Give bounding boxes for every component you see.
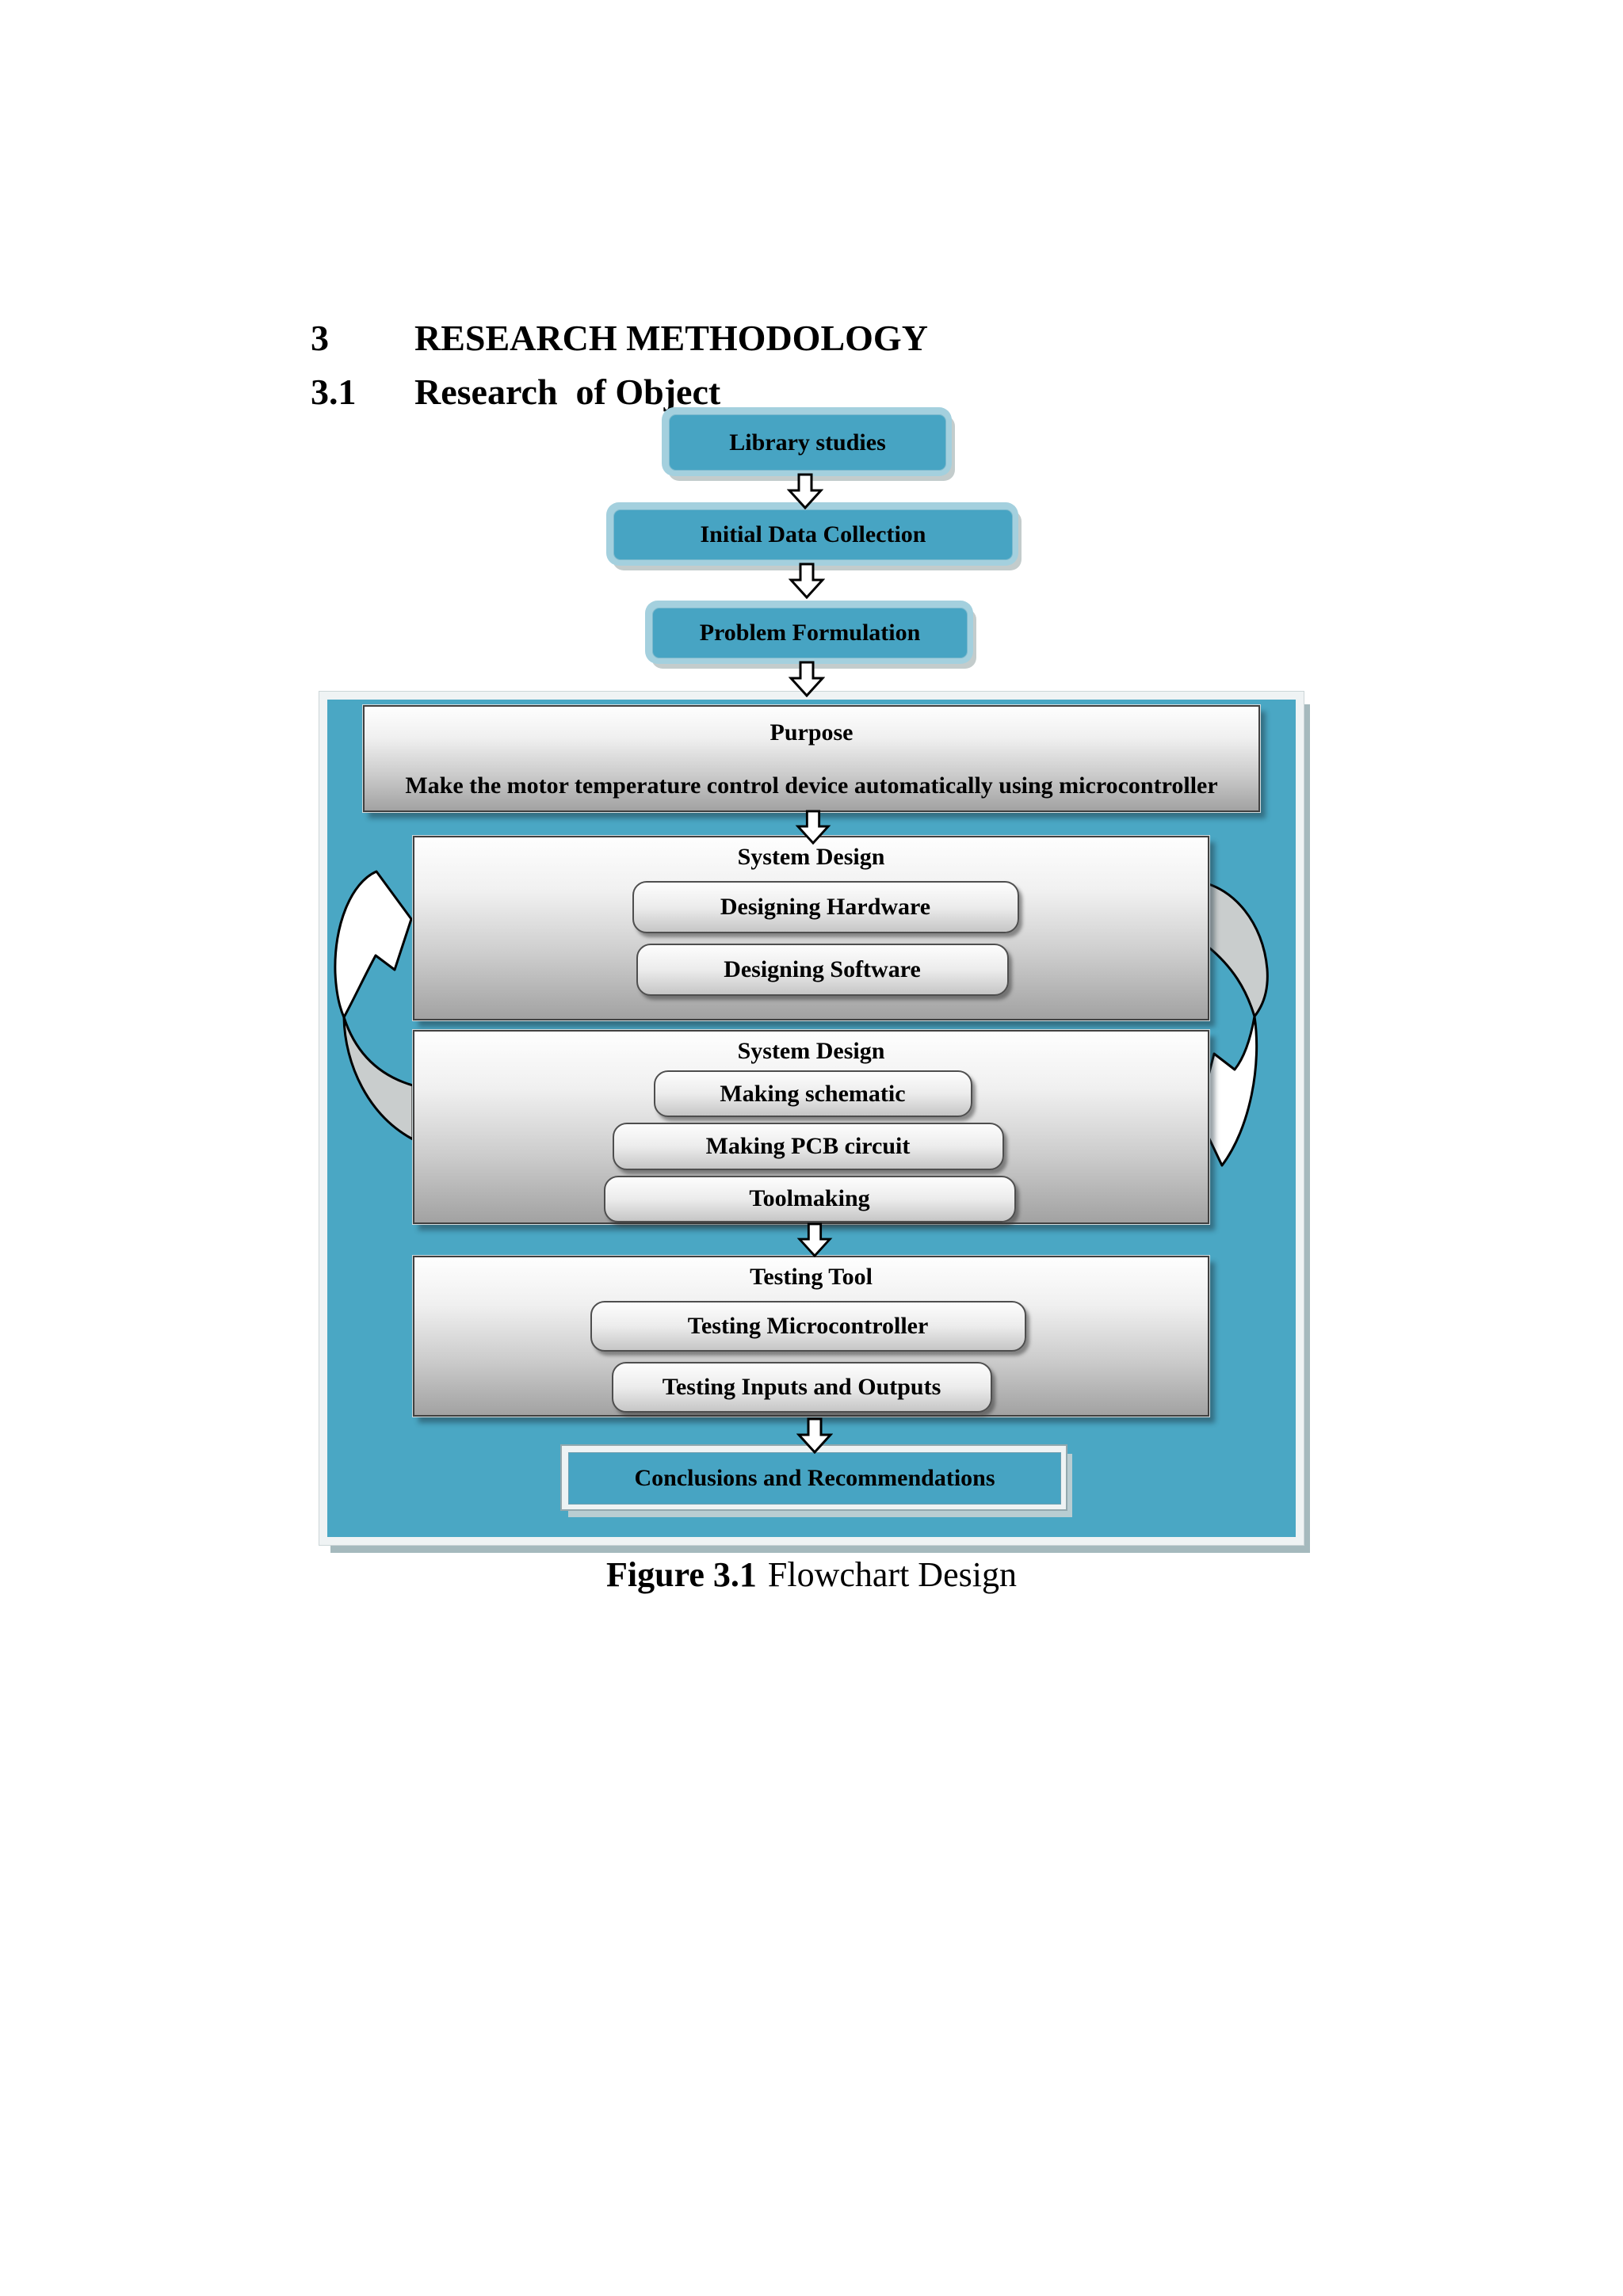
purpose-box: Purpose Make the motor temperature contr… [363, 705, 1260, 812]
step-box-initial-data-collection: Initial Data Collection [606, 502, 1018, 566]
down-arrow-icon [795, 810, 831, 845]
stage-box-testing-tool: Testing Tool Testing Microcontroller Tes… [413, 1256, 1209, 1417]
substep-toolmaking: Toolmaking [603, 1175, 1016, 1222]
step-box-label: Initial Data Collection [613, 509, 1013, 560]
down-arrow-icon [789, 661, 825, 697]
step-box-label: Problem Formulation [652, 608, 968, 658]
step-box-label: Library studies [669, 414, 946, 471]
substep-making-pcb-circuit: Making PCB circuit [612, 1123, 1004, 1170]
figure-caption-label: Figure 3.1 [606, 1555, 757, 1594]
step-box-problem-formulation: Problem Formulation [645, 601, 973, 664]
flowchart-panel: Purpose Make the motor temperature contr… [319, 692, 1304, 1545]
substep-testing-inputs-outputs: Testing Inputs and Outputs [611, 1362, 992, 1413]
substep-testing-microcontroller: Testing Microcontroller [590, 1301, 1026, 1352]
stage-box-system-design-1: System Design Designing Hardware Designi… [413, 836, 1209, 1020]
cycle-arrow-right-icon [1190, 874, 1309, 1183]
down-arrow-icon [796, 1417, 833, 1454]
substep-making-schematic: Making schematic [653, 1070, 972, 1118]
down-arrow-icon [789, 563, 825, 599]
section-title: RESEARCH METHODOLOGY [414, 318, 928, 358]
figure-caption-text: Flowchart Design [767, 1555, 1017, 1594]
conclusions-label: Conclusions and Recommendations [568, 1452, 1061, 1505]
subsection-heading: 3.1 Research of Object [311, 372, 720, 412]
substep-designing-software: Designing Software [636, 944, 1009, 996]
subsection-number: 3.1 [311, 372, 357, 412]
down-arrow-icon [796, 1222, 833, 1257]
down-arrow-icon [787, 473, 823, 509]
stage-title: System Design [737, 1038, 885, 1064]
figure-caption: Figure 3.1 Flowchart Design [319, 1554, 1304, 1595]
purpose-title: Purpose [769, 719, 854, 746]
subsection-title: Research of Object [414, 372, 721, 412]
section-number: 3 [311, 318, 329, 358]
substep-designing-hardware: Designing Hardware [632, 881, 1019, 933]
section-heading: 3 RESEARCH METHODOLOGY [311, 318, 928, 358]
stage-title: System Design [737, 844, 885, 870]
stage-box-system-design-2: System Design Making schematic Making PC… [413, 1030, 1209, 1224]
stage-title: Testing Tool [750, 1264, 873, 1290]
conclusions-box: Conclusions and Recommendations [560, 1444, 1067, 1511]
purpose-description: Make the motor temperature control devic… [405, 772, 1218, 799]
step-box-library-studies: Library studies [662, 407, 952, 476]
cycle-arrow-left-icon [327, 870, 434, 1165]
